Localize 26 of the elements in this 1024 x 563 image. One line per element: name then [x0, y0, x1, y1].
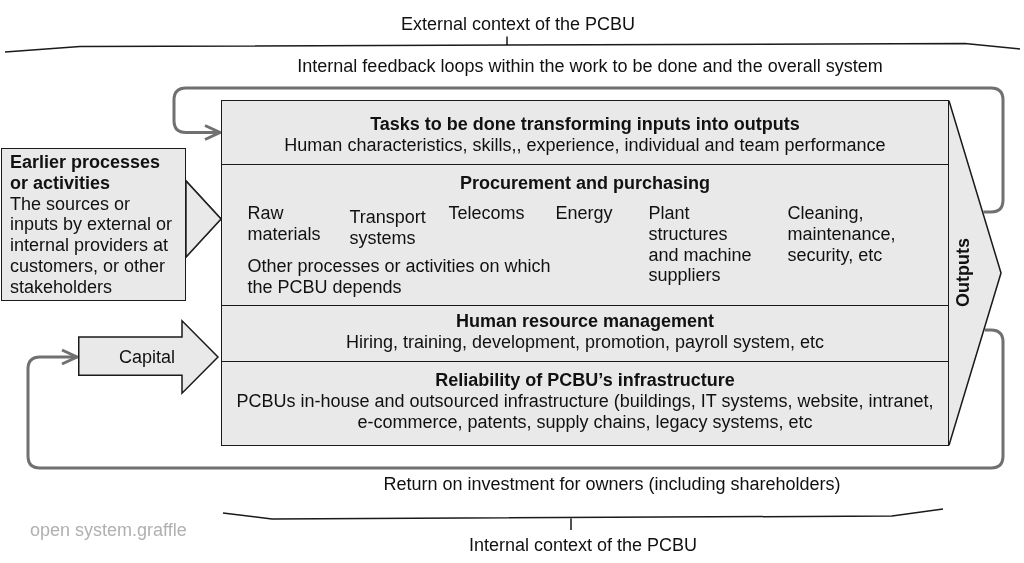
loop-arrow: [26, 328, 1005, 470]
edge-label: Internal feedback loops within the work to be done and the overall system: [297, 55, 883, 77]
section-text: PCBUs in-house and outsourced infrastructure (buildings, IT systems, website, intranet, e-commerce, patents, supply chains, legacy systems, etc: [235, 390, 935, 433]
section-text: Hiring, training, development, promotion, payroll system, etc: [345, 331, 825, 353]
item-label: Transport systems: [349, 207, 427, 249]
input-heading: Earlier processes or activities: [10, 152, 162, 194]
file-name-label: open system.graffle: [30, 519, 187, 541]
context-label: External context of the PCBU: [400, 13, 636, 35]
section-heading: Reliability of PCBU’s infrastructure: [435, 370, 735, 391]
item-label: Cleaning, maintenance, security, etc: [787, 203, 897, 266]
item-label: Energy: [555, 203, 613, 224]
item-label: Telecoms: [448, 203, 525, 224]
edge-label: Return on investment for owners (including shareholders): [383, 473, 841, 495]
context-label: Internal context of the PCBU: [468, 534, 698, 556]
section-text: Human characteristics, skills,, experience, individual and team performance: [284, 134, 886, 156]
vertical-label: Outputs: [952, 237, 974, 307]
output-chevron: [949, 100, 1002, 446]
arrow-label: Capital: [119, 346, 176, 368]
section-heading: Tasks to be done transforming inputs into outputs: [370, 114, 800, 135]
block-arrow: [78, 320, 219, 394]
section-heading: Human resource management: [455, 311, 715, 332]
item-label: Plant structures and machine suppliers: [648, 203, 753, 287]
item-label: Raw materials: [247, 203, 322, 245]
input-description: The sources or inputs by external or internal providers at customers, or other stakeholders: [10, 193, 174, 298]
section-heading: Procurement and purchasing: [459, 173, 711, 194]
item-label: Other processes or activities on which the PCBU depends: [247, 256, 552, 298]
